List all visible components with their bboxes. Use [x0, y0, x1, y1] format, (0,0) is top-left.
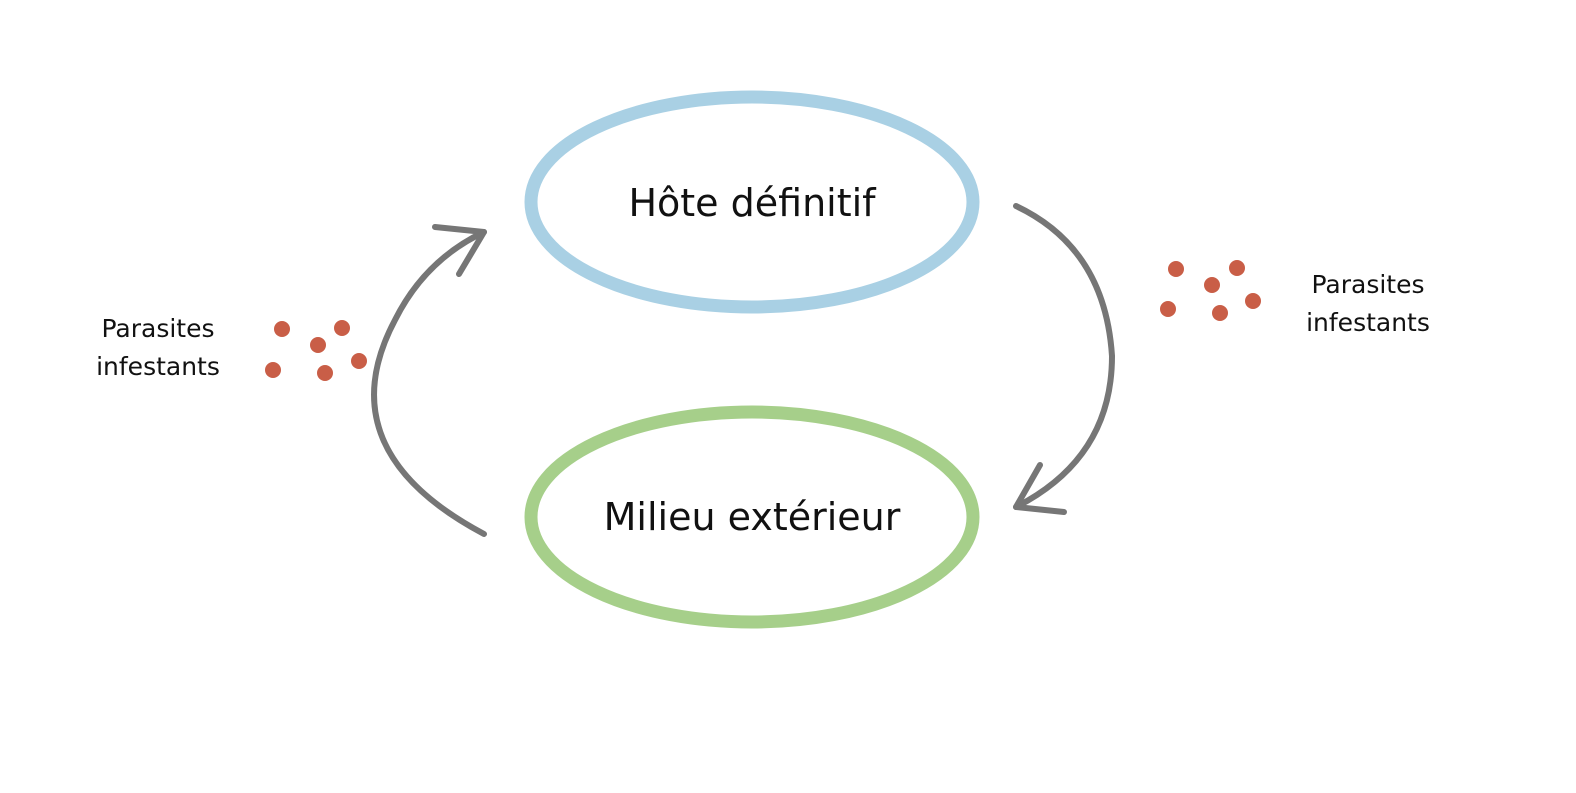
parasites-label-right-line2: infestants: [1306, 308, 1430, 337]
dot-cluster-icon: [1160, 260, 1261, 321]
curved-arrow-up-icon: [371, 224, 487, 537]
arrow-left-shaft: [371, 229, 487, 537]
parasite-dot: [317, 365, 333, 381]
parasites-label-left-line2: infestants: [96, 352, 220, 381]
arrow-left-head: [432, 224, 487, 277]
parasite-dot: [1168, 261, 1184, 277]
parasite-dot: [1160, 301, 1176, 317]
parasite-dot: [1204, 277, 1220, 293]
parasite-dot: [1229, 260, 1245, 276]
arrow-right-head: [1013, 462, 1067, 515]
dot-cluster-icon: [265, 320, 367, 381]
parasite-dot: [1245, 293, 1261, 309]
arrow-right-shaft: [1013, 203, 1115, 510]
host-node-label: Hôte définitif: [628, 181, 876, 225]
parasites-label-left: Parasites infestants: [58, 310, 258, 386]
environment-node-ring: [524, 405, 980, 629]
parasite-dot: [310, 337, 326, 353]
host-node-ring: [524, 90, 980, 314]
environment-node-label: Milieu extérieur: [603, 495, 901, 539]
parasite-dot: [351, 353, 367, 369]
parasites-label-right-line1: Parasites: [1311, 270, 1425, 299]
parasite-dot: [274, 321, 290, 337]
parasite-dot: [334, 320, 350, 336]
curved-arrow-down-icon: [1013, 203, 1115, 515]
parasites-label-left-line1: Parasites: [101, 314, 215, 343]
parasite-dot: [265, 362, 281, 378]
parasite-dot: [1212, 305, 1228, 321]
parasites-label-right: Parasites infestants: [1268, 266, 1468, 342]
